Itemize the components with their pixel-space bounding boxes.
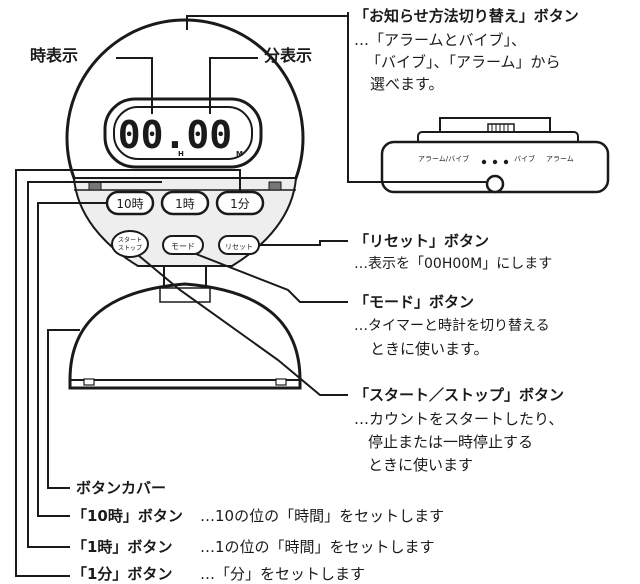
mode-button[interactable]: モード [162, 235, 204, 255]
ten-hour-desc: …10の位の「時間」をセットします [200, 507, 445, 525]
leader-ten-hour [37, 202, 107, 517]
one-minute-button-label: 1分 [230, 197, 250, 211]
startstop-desc-1: …カウントをスタートしたり、 [354, 410, 564, 428]
side-label-alarm: アラーム [546, 155, 574, 163]
side-label-vibe: バイブ [514, 154, 535, 163]
one-minute-title: 「1分」ボタン [72, 565, 173, 583]
one-hour-button-label: 1時 [175, 197, 195, 211]
ten-hour-button[interactable]: 10時 [105, 190, 155, 216]
one-hour-button[interactable]: 1時 [160, 190, 210, 216]
leader-reset [259, 240, 348, 246]
side-switch-knob [485, 174, 505, 194]
leader-minute-display [209, 57, 258, 114]
one-minute-button[interactable]: 1分 [215, 190, 265, 216]
hour-display-label: 時表示 [30, 46, 79, 65]
startstop-desc-2: 停止または一時停止する [368, 433, 534, 451]
ten-hour-title: 「10時」ボタン [72, 507, 183, 525]
reset-button[interactable]: リセット [218, 235, 260, 255]
start-stop-button[interactable]: スタート ストップ [111, 230, 149, 258]
button-cover-label: ボタンカバー [76, 479, 167, 497]
notify-switch-title: 「お知らせ方法切り替え」ボタン [354, 7, 579, 25]
leader-hour-display [116, 57, 153, 114]
side-label-alarm-vibe: アラーム/バイブ [418, 154, 469, 163]
side-view [380, 117, 610, 194]
start-stop-label-2: ストップ [118, 245, 142, 252]
ten-hour-button-label: 10時 [116, 197, 143, 211]
minute-display-label: 分表示 [264, 46, 313, 65]
reset-desc: …表示を「00H00M」にします [354, 256, 553, 272]
leader-lines [15, 12, 486, 577]
startstop-desc-3: ときに使います [368, 456, 474, 474]
display-minute-mark: M [236, 150, 243, 158]
display-inner [113, 106, 253, 160]
display-digits: 00.00 [118, 113, 232, 157]
one-hour-title: 「1時」ボタン [72, 538, 173, 556]
notify-switch-desc-1: …「アラームとバイブ」、 [354, 31, 527, 49]
leader-startstop [137, 254, 348, 396]
led-left [88, 181, 102, 191]
startstop-title: 「スタート／ストップ」ボタン [354, 386, 565, 404]
one-hour-desc: …1の位の「時間」をセットします [200, 538, 435, 556]
leader-one-hour [27, 181, 162, 548]
start-stop-label-1: スタート [118, 236, 142, 244]
mode-button-label: モード [171, 242, 195, 251]
button-cover-dome [68, 282, 302, 390]
leader-notify-side [347, 12, 486, 183]
mode-desc-1: …タイマーと時計を切り替える [354, 318, 550, 334]
one-minute-desc: …「分」をセットします [200, 565, 366, 583]
leader-one-minute [15, 169, 241, 577]
display-hour-mark: H [178, 150, 184, 158]
notify-switch-desc-2: 「バイブ」、「アラーム」から [366, 53, 561, 71]
reset-title: 「リセット」ボタン [354, 232, 490, 250]
leader-mode [195, 253, 348, 303]
mode-desc-2: ときに使います。 [370, 340, 489, 358]
notify-switch-desc-3: 選べます。 [370, 75, 444, 93]
leader-button-cover [47, 329, 80, 489]
mode-title: 「モード」ボタン [354, 293, 475, 311]
reset-button-label: リセット [225, 243, 253, 251]
leader-notify-top [186, 15, 348, 30]
led-right [268, 181, 282, 191]
